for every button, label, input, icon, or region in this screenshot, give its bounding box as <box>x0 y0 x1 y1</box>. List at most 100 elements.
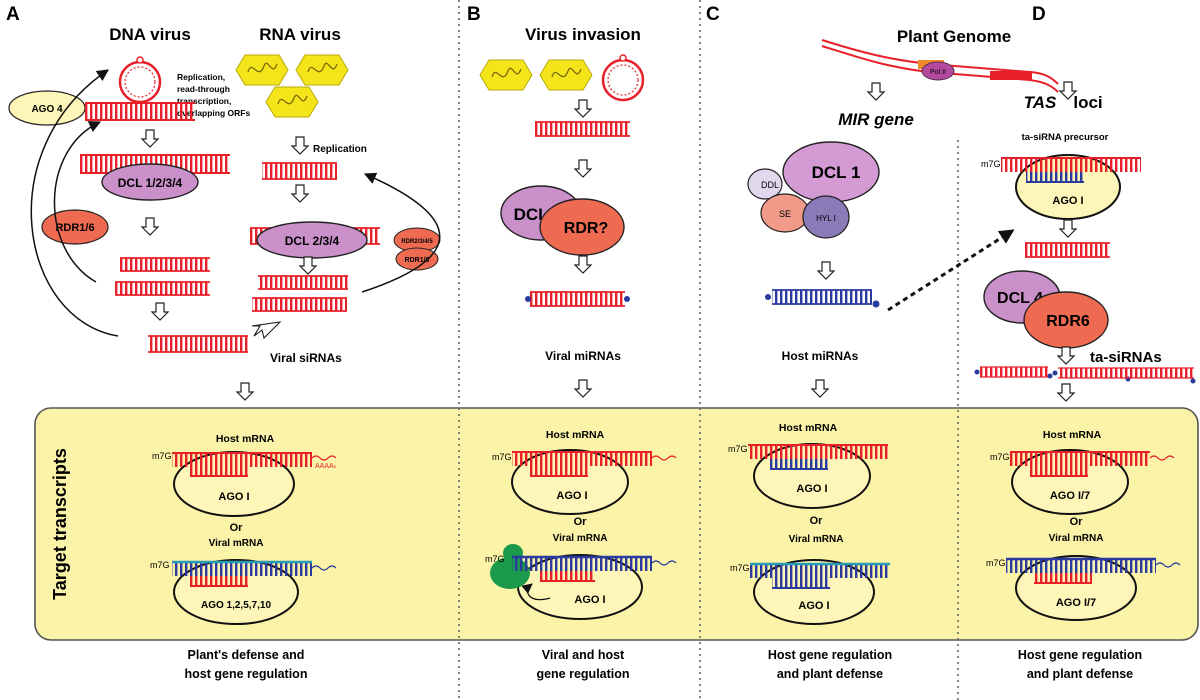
footer-c-line1: Host gene regulation <box>768 648 892 662</box>
polya-tail: AAAAₙ <box>315 463 337 470</box>
replication-note-3: transcription, <box>177 96 231 106</box>
dna-virus-circle <box>601 54 645 102</box>
viral-sirnas-label: Viral siRNAs <box>270 351 342 365</box>
rna-virus-title: RNA virus <box>259 25 341 44</box>
flow-arrow <box>867 82 885 101</box>
host-mrna-label: Host mRNA <box>216 433 275 445</box>
hyl1-ellipse <box>802 195 850 239</box>
rdr16-small-label: RDR1/6 <box>405 257 430 264</box>
precursor-strand <box>1001 158 1141 172</box>
m7g-cap: m7G <box>986 558 1006 568</box>
target-transcripts-label: Target transcripts <box>50 448 70 600</box>
host-mirnas-label: Host miRNAs <box>782 349 859 363</box>
rna-genome <box>262 163 337 179</box>
se-label: SE <box>779 209 791 219</box>
viral-mrna-strand <box>512 557 652 571</box>
m7g-cap: m7G <box>485 554 505 564</box>
sirna-duplex <box>252 298 347 311</box>
ta-sirna <box>1058 368 1126 378</box>
panel-d: TAS loci ta-siRNA precursor m7G AGO I DC… <box>974 81 1196 681</box>
diagonal-arrow <box>251 321 282 340</box>
flow-arrow <box>291 184 309 203</box>
mirna-guide <box>1026 172 1084 182</box>
replication-label: Replication <box>313 144 367 155</box>
mirna-guide <box>772 578 830 588</box>
flow-arrow <box>291 136 309 155</box>
ago1-label: AGO I <box>556 490 587 502</box>
sirna-duplex <box>115 282 210 295</box>
flow-arrow <box>1057 346 1075 365</box>
virus-particle <box>539 59 593 91</box>
m7g-cap: m7G <box>728 444 748 454</box>
mirna-guide <box>770 459 828 469</box>
ago1-label: AGO I <box>796 483 827 495</box>
mirna-guide <box>540 571 595 581</box>
footer-a-line1: Plant's defense and <box>188 648 305 662</box>
viral-rna-precursor <box>535 122 630 136</box>
ago4-label: AGO 4 <box>31 104 63 115</box>
flow-arrow <box>151 302 169 321</box>
ta-sirna-precursor-label: ta-siRNA precursor <box>1022 132 1109 143</box>
host-mrna-label: Host mRNA <box>546 429 605 441</box>
dotted-arrow-to-tas <box>887 229 1015 312</box>
sirna-guide <box>190 466 248 476</box>
mirna-end <box>765 294 771 300</box>
host-mrna-label: Host mRNA <box>779 422 838 434</box>
dcl-1234-ellipse <box>101 163 199 201</box>
feedback-arrow <box>361 172 441 293</box>
footer-d-line1: Host gene regulation <box>1018 648 1142 662</box>
mirna-end <box>624 296 630 302</box>
mirna-guide <box>530 466 588 476</box>
flow-arrow <box>574 159 592 178</box>
replication-note-2: read-through <box>177 84 230 94</box>
panel-letter-b: B <box>467 4 481 25</box>
loci-label: loci <box>1073 93 1102 112</box>
m7g-cap: m7G <box>492 452 512 462</box>
ago1-label: AGO I <box>1052 195 1083 207</box>
flow-arrow <box>141 217 159 236</box>
viral-mrna-strand <box>172 562 312 576</box>
flow-arrow <box>299 256 317 275</box>
panel-letter-c: C <box>706 4 720 25</box>
dcl-1234-label: DCL 1/2/3/4 <box>118 176 183 190</box>
sirna-guide <box>190 576 248 586</box>
sirna-duplex <box>258 276 348 289</box>
rdr16-label: RDR1/6 <box>55 222 94 234</box>
virus-particle <box>479 59 533 91</box>
rdr2345-label: RDR2/3/4/5 <box>401 239 433 245</box>
plant-genome-title: Plant Genome <box>897 27 1011 46</box>
flow-arrow <box>1059 219 1077 238</box>
target-transcripts-band <box>34 407 1199 641</box>
footer-a-line2: host gene regulation <box>185 667 308 681</box>
m7g-cap: m7G <box>730 563 750 573</box>
mirna-end <box>525 296 531 302</box>
feedback-arrow <box>30 69 119 337</box>
rdr-ellipse <box>539 198 625 256</box>
tas-label: TAS <box>1024 93 1057 112</box>
replication-note-1: Replication, <box>177 72 225 82</box>
or-label: Or <box>810 515 824 527</box>
ddl-ellipse <box>747 168 783 200</box>
flow-arrow <box>1057 383 1075 402</box>
footer-b-line2: gene regulation <box>536 667 629 681</box>
flow-arrow <box>574 379 592 398</box>
viral-mirna <box>530 292 625 306</box>
host-mrna-strand <box>172 453 312 467</box>
mirna-end <box>872 300 880 308</box>
viral-mrna-strand <box>1006 559 1156 573</box>
viral-mrna-strand <box>750 564 890 578</box>
rna-virus-particle <box>265 86 319 118</box>
host-mrna-label: Host mRNA <box>1043 429 1102 441</box>
rdr-label: RDR? <box>564 220 608 237</box>
ago17-label: AGO I/7 <box>1056 597 1096 609</box>
panel-c: Plant Genome Pol II MIR gene DDL DCL 1 S… <box>728 27 1059 681</box>
rdr6-label: RDR6 <box>1046 313 1090 330</box>
rdr16-small-ellipse <box>395 247 439 271</box>
rna-virus-particle <box>235 54 289 86</box>
ago-multi-label: AGO 1,2,5,7,10 <box>201 600 271 611</box>
dsrna <box>1025 243 1110 257</box>
dcl-234-label: DCL 2/3/4 <box>285 234 340 248</box>
footer-d-line2: and plant defense <box>1027 667 1133 681</box>
flow-arrow <box>574 99 592 118</box>
